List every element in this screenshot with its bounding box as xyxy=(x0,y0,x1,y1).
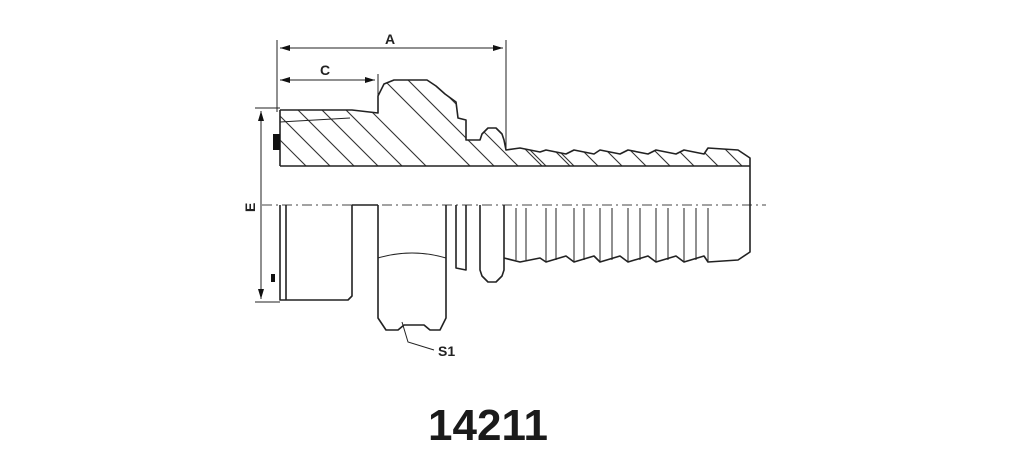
section-hatching xyxy=(280,80,750,166)
o-ring-seal xyxy=(273,134,280,150)
seal-marker-lower xyxy=(271,274,275,282)
upper-sectioned-half xyxy=(273,79,751,167)
hose-tail-outline xyxy=(503,166,751,263)
dimension-e-label: E xyxy=(242,203,258,212)
dimension-a-label: A xyxy=(385,31,395,47)
collar xyxy=(455,205,505,283)
dimension-e: E xyxy=(242,107,280,303)
dimension-a: A xyxy=(276,31,507,150)
barb-ridges xyxy=(515,208,709,262)
dimension-c: C xyxy=(280,62,379,96)
hex-nut xyxy=(377,205,447,331)
hex-chamfer-line xyxy=(377,252,447,259)
dimension-s1: S1 xyxy=(401,321,455,359)
threaded-end xyxy=(279,205,353,301)
lower-exterior-half xyxy=(271,166,751,331)
part-number: 14211 xyxy=(428,401,548,450)
upper-outline xyxy=(280,79,751,166)
dimension-c-label: C xyxy=(320,62,330,78)
dimension-s1-label: S1 xyxy=(438,343,455,359)
thread-root-line xyxy=(279,117,351,123)
